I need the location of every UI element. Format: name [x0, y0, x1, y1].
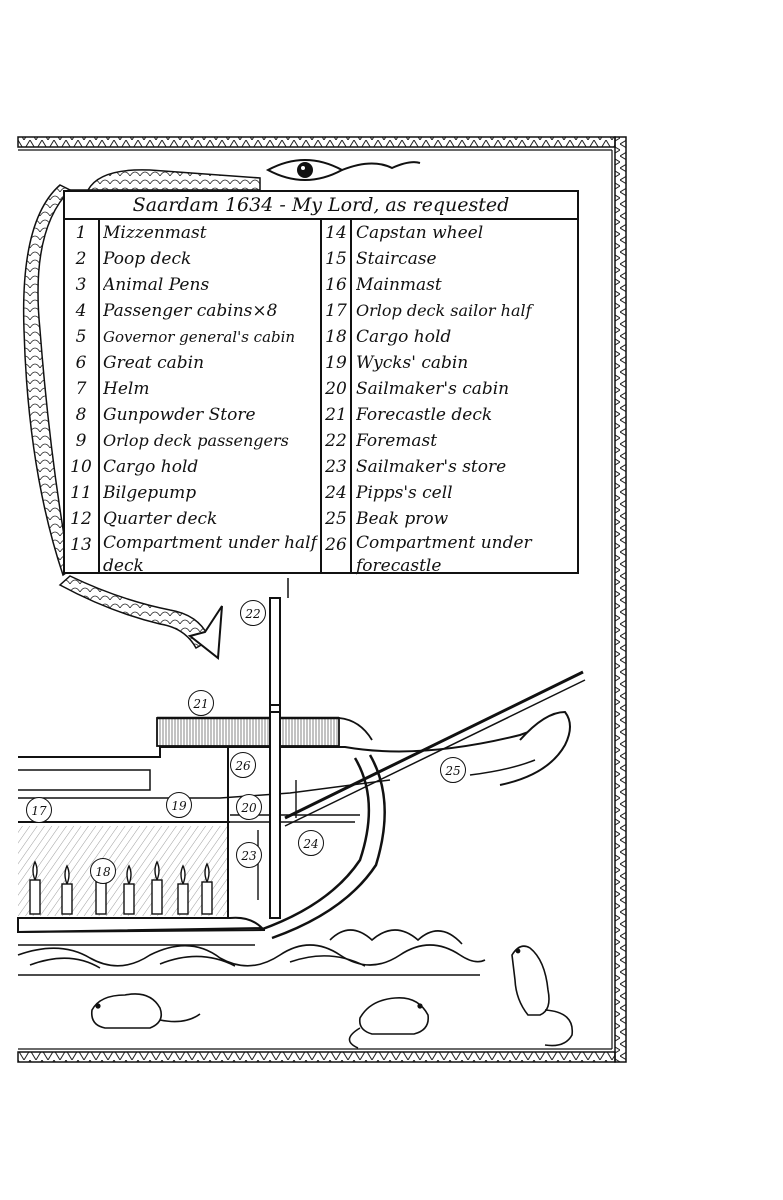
number-divider [98, 220, 100, 572]
callout-25: 25 [440, 757, 466, 783]
callout-23: 23 [236, 842, 262, 868]
callout-21: 21 [188, 690, 214, 716]
callout-17: 17 [26, 797, 52, 823]
decorative-border [17, 136, 627, 1063]
callout-20: 20 [236, 794, 262, 820]
callout-18: 18 [90, 858, 116, 884]
ship-cross-section-illustration [17, 578, 586, 946]
callout-24: 24 [298, 830, 324, 856]
eye-icon [265, 159, 421, 181]
number-divider [350, 220, 352, 572]
sea-serpent-illustration [22, 169, 261, 660]
callout-26: 26 [230, 752, 256, 778]
callout-22: 22 [240, 600, 266, 626]
legend-title: Saardam 1634 - My Lord, as requested [65, 192, 577, 220]
rat-illustration [90, 945, 574, 1049]
callout-19: 19 [166, 792, 192, 818]
waves-illustration [17, 929, 486, 976]
